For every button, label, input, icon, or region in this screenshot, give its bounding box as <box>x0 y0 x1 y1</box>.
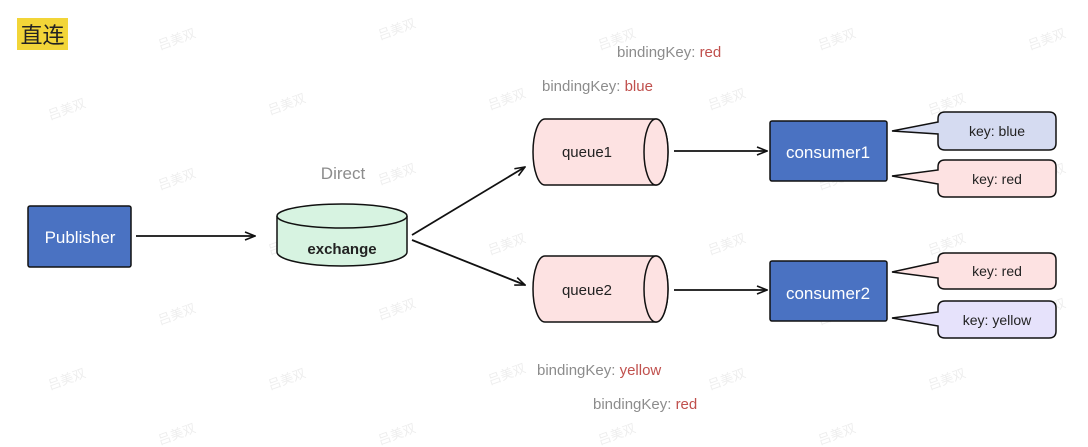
consumer2-node: consumer2 <box>769 260 888 322</box>
consumer1-node: consumer1 <box>769 120 888 182</box>
watermark-text: 吕美双 <box>266 366 308 393</box>
queue2-node: queue2 <box>532 255 669 323</box>
watermark-text: 吕美双 <box>486 86 528 113</box>
connectors <box>136 151 767 290</box>
callout-consumer1-key-red: key: red <box>891 159 1057 198</box>
callout-text: key: blue <box>969 123 1025 139</box>
watermark-text: 吕美双 <box>156 26 198 53</box>
binding-key-queue1-blue: bindingKey: blue <box>542 78 653 95</box>
binding-key-value: red <box>676 396 698 413</box>
queue1-label: queue1 <box>562 144 612 161</box>
exchange-label: exchange <box>307 241 376 258</box>
watermark-text: 吕美双 <box>46 366 88 393</box>
callout-text: key: yellow <box>963 312 1032 328</box>
watermark-text: 吕美双 <box>266 91 308 118</box>
binding-key-queue2-yellow: bindingKey: yellow <box>537 362 661 379</box>
watermark-text: 吕美双 <box>156 421 198 447</box>
binding-key-prefix: bindingKey: <box>542 78 625 95</box>
binding-key-queue1-red: bindingKey: red <box>617 44 721 61</box>
binding-key-prefix: bindingKey: <box>617 44 700 61</box>
binding-key-value: blue <box>625 78 653 95</box>
callout-consumer1-key-blue: key: blue <box>891 111 1057 151</box>
binding-key-prefix: bindingKey: <box>537 362 620 379</box>
watermark-text: 吕美双 <box>156 166 198 193</box>
publisher-node: Publisher <box>27 205 132 268</box>
binding-key-value: yellow <box>620 362 662 379</box>
callout-text: key: red <box>972 263 1022 279</box>
watermark-text: 吕美双 <box>376 421 418 447</box>
binding-key-prefix: bindingKey: <box>593 396 676 413</box>
watermark-text: 吕美双 <box>1026 26 1068 53</box>
watermark-text: 吕美双 <box>816 421 858 447</box>
watermark-text: 吕美双 <box>926 366 968 393</box>
watermark-text: 吕美双 <box>376 16 418 43</box>
queue1-node: queue1 <box>532 118 669 186</box>
watermark-text: 吕美双 <box>816 26 858 53</box>
watermark-text: 吕美双 <box>486 361 528 388</box>
consumer2-label: consumer2 <box>786 284 870 303</box>
exchange-node: exchange <box>276 203 408 267</box>
watermark-text: 吕美双 <box>706 231 748 258</box>
callout-text: key: red <box>972 171 1022 187</box>
callout-consumer2-key-yellow: key: yellow <box>891 300 1057 339</box>
consumer1-label: consumer1 <box>786 143 870 162</box>
arrow-exchange-to-queue2 <box>411 239 525 286</box>
watermark-text: 吕美双 <box>46 96 88 123</box>
watermark-text: 吕美双 <box>376 161 418 188</box>
watermark-text: 吕美双 <box>706 86 748 113</box>
watermark-text: 吕美双 <box>706 366 748 393</box>
arrow-exchange-to-queue1 <box>411 167 525 236</box>
watermark-text: 吕美双 <box>156 301 198 328</box>
page-title: 直连 <box>17 18 68 50</box>
watermark-text: 吕美双 <box>596 421 638 447</box>
queue2-label: queue2 <box>562 282 612 299</box>
callout-consumer2-key-red: key: red <box>891 252 1057 290</box>
binding-key-queue2-red: bindingKey: red <box>593 396 697 413</box>
publisher-label: Publisher <box>45 228 116 247</box>
watermark-text: 吕美双 <box>486 231 528 258</box>
binding-key-value: red <box>700 44 722 61</box>
watermark-text: 吕美双 <box>376 296 418 323</box>
exchange-type-label: Direct <box>321 164 366 183</box>
